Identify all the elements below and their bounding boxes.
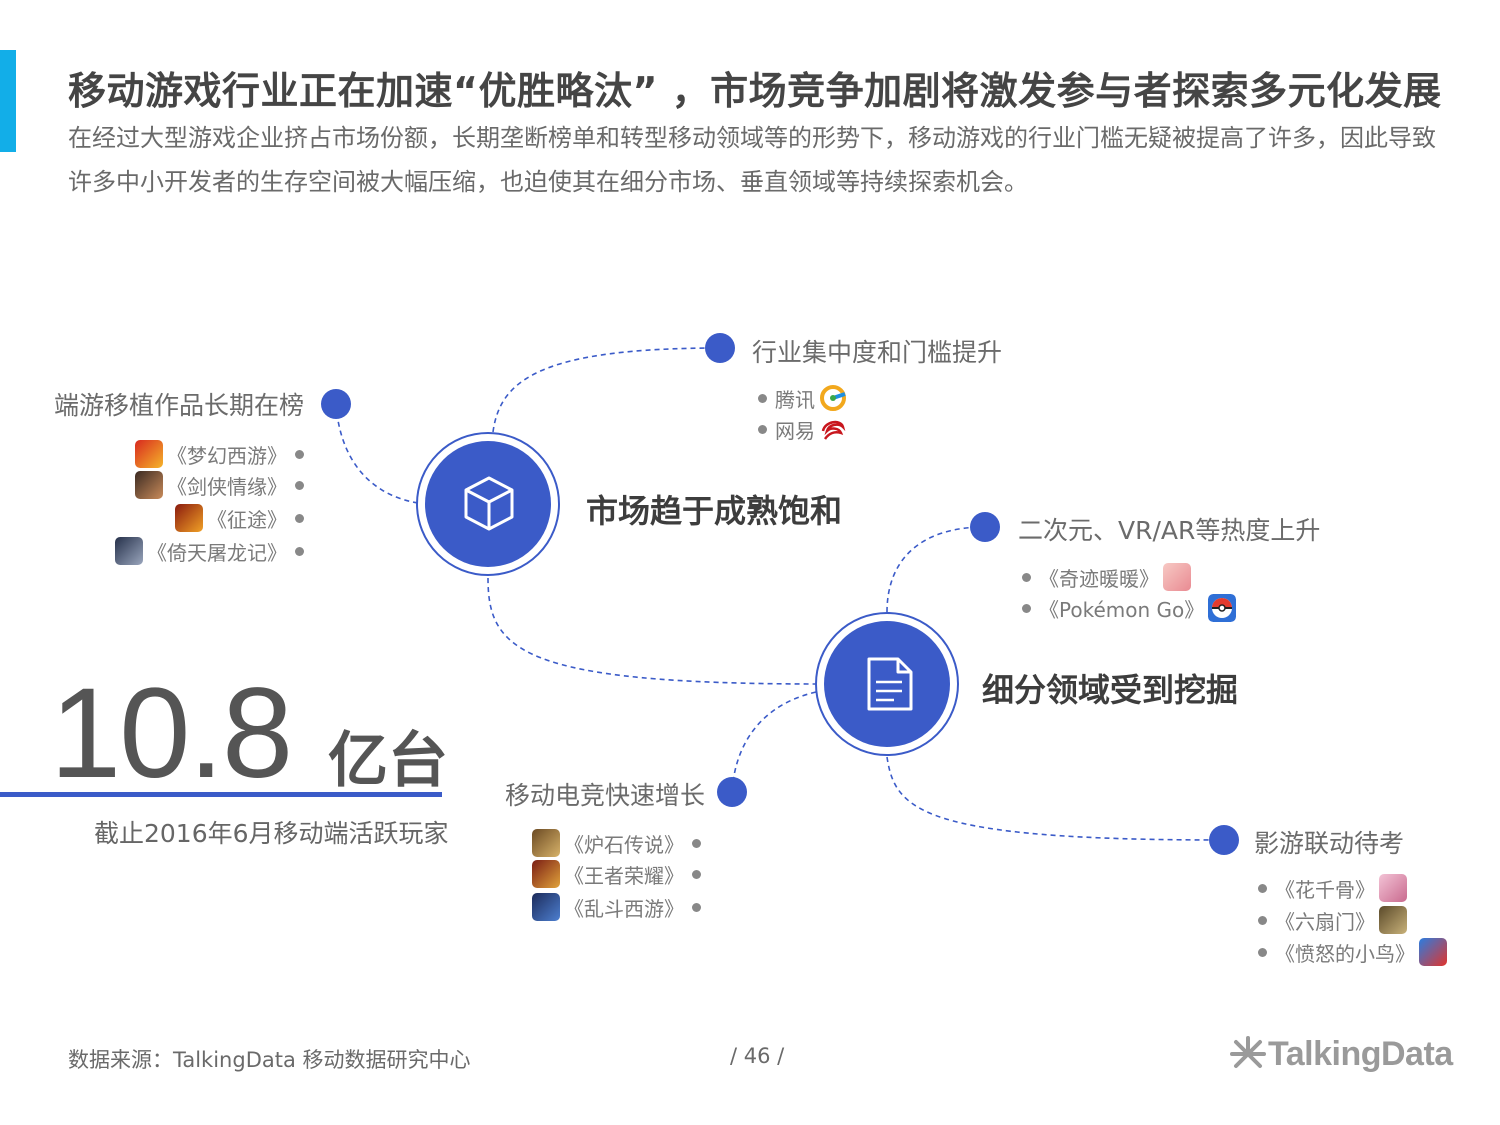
list-item: 《花千骨》	[1250, 873, 1411, 903]
list-item: 《愤怒的小鸟》	[1250, 937, 1451, 967]
hub-ring-market	[416, 432, 560, 576]
game-icon	[532, 829, 560, 857]
cube-icon	[464, 476, 514, 531]
bullet-icon	[295, 480, 304, 490]
connector-acg	[886, 526, 986, 613]
bullet-icon	[1258, 883, 1267, 893]
node-ip	[1209, 825, 1239, 855]
node-pc-port	[321, 389, 351, 419]
hub-label-market: 市场趋于成熟饱和	[586, 492, 843, 530]
list-item: 《Pokémon Go》	[1014, 593, 1240, 623]
stat-description: 截止2016年6月移动端活跃玩家	[94, 819, 449, 848]
list-item: 网易	[750, 414, 851, 444]
connector-esports	[731, 691, 817, 793]
pokeball-icon	[1208, 594, 1237, 622]
branch-label-esports: 移动电竞快速增长	[505, 781, 706, 810]
branch-label-ip: 影游联动待考	[1254, 829, 1405, 858]
hub-circle-market	[425, 441, 551, 567]
list-item: 《剑侠情缘》	[90, 470, 312, 500]
page-number: / 46 /	[730, 1044, 785, 1068]
game-icon	[135, 471, 163, 499]
tencent-logo-icon	[820, 385, 846, 411]
list-item: 《六扇门》	[1250, 905, 1411, 935]
node-acg	[970, 512, 1000, 542]
hub-circle-niche	[824, 621, 950, 747]
bullet-icon	[692, 838, 701, 848]
list-item: 《王者荣耀》	[528, 859, 709, 889]
bullet-icon	[1022, 572, 1031, 582]
game-icon	[1379, 906, 1407, 934]
list-item: 腾讯	[750, 383, 851, 413]
game-icon	[175, 504, 203, 532]
accent-bar	[0, 50, 16, 152]
game-icon	[532, 893, 560, 921]
game-icon	[115, 537, 143, 565]
page-title: 移动游戏行业正在加速“优胜略汰” ，市场竞争加剧将激发参与者探索多元化发展	[68, 69, 1442, 113]
bullet-icon	[1022, 603, 1031, 613]
angry-bird-icon	[1419, 938, 1447, 966]
list-item: 《奇迹暖暖》	[1014, 562, 1195, 592]
node-industry	[705, 333, 735, 363]
game-icon	[1163, 563, 1191, 591]
bullet-icon	[295, 546, 304, 556]
connector-ip	[886, 756, 1223, 841]
stat-unit: 亿台	[328, 726, 448, 796]
bullet-icon	[1258, 915, 1267, 925]
document-icon	[867, 657, 913, 711]
bullet-icon	[1258, 947, 1267, 957]
list-item: 《乱斗西游》	[528, 892, 709, 922]
game-icon	[1379, 874, 1407, 902]
game-icon	[135, 440, 163, 468]
data-source: 数据来源：TalkingData 移动数据研究中心	[68, 1048, 471, 1072]
list-item: 《倚天屠龙记》	[90, 536, 312, 566]
stat-value: 10.8	[50, 662, 293, 805]
bullet-icon	[692, 902, 701, 912]
stat-underline	[0, 792, 442, 797]
branch-label-pc-port: 端游移植作品长期在榜	[54, 391, 305, 420]
list-item: 《炉石传说》	[528, 828, 709, 858]
bullet-icon	[692, 869, 701, 879]
connector-industry	[492, 347, 721, 433]
bullet-icon	[758, 393, 767, 403]
logo-text: TalkingData	[1268, 1034, 1453, 1073]
bullet-icon	[295, 449, 304, 459]
bullet-icon	[758, 424, 767, 434]
talkingdata-logo: TalkingData	[1228, 1034, 1453, 1074]
bullet-icon	[295, 513, 304, 523]
node-esports	[717, 777, 747, 807]
list-item: 《梦幻西游》	[90, 439, 312, 469]
page-subtitle: 在经过大型游戏企业挤占市场份额，长期垄断榜单和转型移动领域等的形势下，移动游戏的…	[68, 124, 1436, 196]
hub-label-niche: 细分领域受到挖掘	[982, 671, 1239, 709]
hub-ring-niche	[815, 612, 959, 756]
list-item: 《征途》	[90, 503, 312, 533]
connector-hub-to-hub	[487, 577, 819, 685]
netease-logo-icon	[821, 420, 846, 440]
logo-burst-icon	[1230, 1036, 1266, 1068]
branch-label-acg: 二次元、VR/AR等热度上升	[1018, 516, 1321, 545]
connector-pc-port	[335, 403, 419, 504]
game-icon	[532, 860, 560, 888]
branch-label-industry: 行业集中度和门槛提升	[752, 338, 1003, 367]
